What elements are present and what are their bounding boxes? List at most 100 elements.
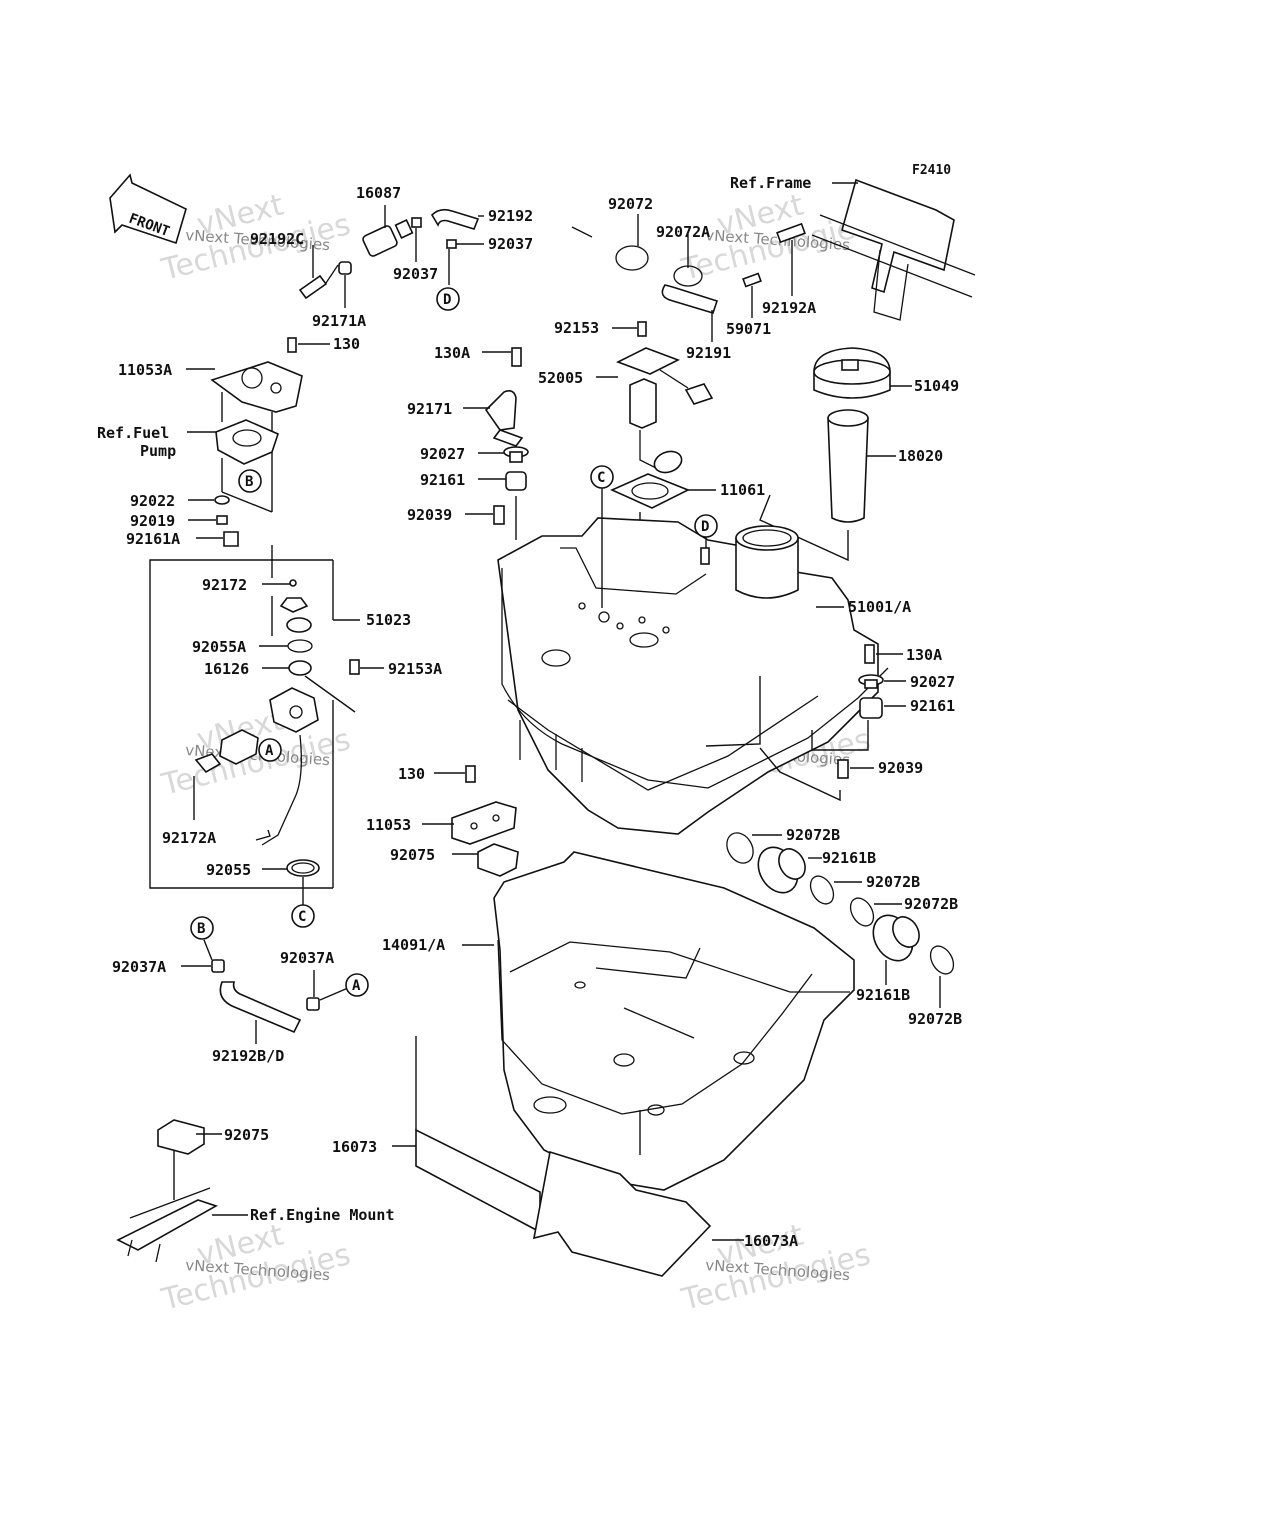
- part-92153-screw: [612, 321, 647, 337]
- label-92072B-1: 92072B: [786, 826, 840, 844]
- part-fuel-cock-body: [194, 687, 319, 846]
- label-92039-right: 92039: [878, 759, 923, 777]
- svg-text:C: C: [298, 909, 306, 925]
- part-92075-pad-mid: [452, 843, 519, 877]
- part-92072B-clamp-4: [929, 945, 955, 1008]
- part-59071-fitting: [742, 272, 762, 318]
- label-92171: 92171: [407, 400, 452, 418]
- part-16126-filter: [262, 660, 312, 676]
- label-92039-top: 92039: [407, 506, 452, 524]
- label-92172A: 92172A: [162, 829, 216, 847]
- label-51049: 51049: [914, 377, 959, 395]
- label-ref-frame: Ref.Frame: [730, 174, 811, 192]
- label-92072B-2: 92072B: [866, 873, 920, 891]
- part-92039-bolt-right: [705, 676, 874, 802]
- label-92171A: 92171A: [312, 312, 366, 330]
- part-92072A-clamp: [673, 234, 703, 287]
- part-92161-damper-top: [478, 471, 527, 491]
- part-92037A-clamp-left: [181, 939, 225, 973]
- watermark-bottom-left: vNext Technologies vNext Technologies: [157, 1218, 353, 1318]
- part-labels: 16087 92192 92192C 92037 92037 92171A 92…: [97, 174, 962, 1250]
- part-130A-bolt-right: [864, 644, 903, 664]
- label-92055A: 92055A: [192, 638, 246, 656]
- svg-text:B: B: [245, 474, 253, 490]
- part-92161A-grommet: [196, 458, 273, 547]
- label-92027-right: 92027: [910, 673, 955, 691]
- part-92072B-clamp-1: [726, 832, 782, 864]
- label-16087: 16087: [356, 184, 401, 202]
- label-11061: 11061: [720, 481, 765, 499]
- label-92037-right: 92037: [488, 235, 533, 253]
- label-92192: 92192: [488, 207, 533, 225]
- part-51001A-fuel-tank: [497, 488, 889, 835]
- part-92192-hose: [430, 208, 484, 230]
- label-92191: 92191: [686, 344, 731, 362]
- label-92037-top: 92037: [393, 265, 438, 283]
- label-92075-bottom: 92075: [224, 1126, 269, 1144]
- part-92161-damper-right: [811, 697, 906, 751]
- part-92171A-clamp: [338, 261, 352, 308]
- label-92055: 92055: [206, 861, 251, 879]
- part-92072B-clamp-3: [849, 897, 902, 927]
- label-92037A-left: 92037A: [112, 958, 166, 976]
- callout-b-hose: B: [190, 916, 214, 940]
- label-92072: 92072: [608, 195, 653, 213]
- label-130-mid: 130: [398, 765, 425, 783]
- label-51023: 51023: [366, 611, 411, 629]
- callout-c-bottom: C: [291, 904, 315, 928]
- part-92027-collar-right: [858, 674, 906, 689]
- callout-d-tank: D: [694, 514, 718, 538]
- part-130-bolt-mid: [434, 765, 476, 783]
- label-92027-top: 92027: [420, 445, 465, 463]
- part-18020-filter: [759, 409, 896, 562]
- assembly-51023-box: [149, 545, 360, 889]
- part-92171-clamp: [463, 390, 524, 447]
- svg-text:A: A: [352, 978, 361, 994]
- label-59071: 59071: [726, 320, 771, 338]
- part-92019-nut: [188, 515, 228, 525]
- label-92022: 92022: [130, 492, 175, 510]
- part-92037-clamps: [411, 217, 484, 285]
- part-92027-collar-top: [478, 446, 529, 463]
- part-92191-hose: [661, 284, 719, 342]
- label-92192A: 92192A: [762, 299, 816, 317]
- label-130A-right: 130A: [906, 646, 942, 664]
- front-arrow-icon: FRONT: [109, 173, 187, 245]
- label-92161B-2: 92161B: [856, 986, 910, 1004]
- label-11053A: 11053A: [118, 361, 172, 379]
- label-92161-right: 92161: [910, 697, 955, 715]
- callout-b-pump: B: [238, 469, 262, 493]
- callout-d-top: D: [436, 287, 460, 311]
- label-52005: 52005: [538, 369, 583, 387]
- label-92161-top: 92161: [420, 471, 465, 489]
- part-52005-fuel-sender: [596, 347, 714, 474]
- part-51049-cap: [813, 347, 912, 399]
- part-11053A-plate: [186, 361, 303, 512]
- label-92192BD: 92192B/D: [212, 1047, 284, 1065]
- part-vent-nipple: [700, 537, 710, 565]
- figure-code: F2410: [912, 163, 951, 178]
- label-14091A: 14091/A: [382, 936, 445, 954]
- callout-c-tank: C: [590, 465, 614, 489]
- part-130-bolt-top: [287, 337, 330, 353]
- label-92161B-1: 92161B: [822, 849, 876, 867]
- svg-text:D: D: [701, 519, 709, 535]
- part-16073A-guard: [532, 1150, 744, 1277]
- label-92153A: 92153A: [388, 660, 442, 678]
- part-filler-neck: [735, 525, 799, 599]
- callout-a-cock: A: [258, 738, 282, 762]
- label-51001A: 51001/A: [848, 598, 911, 616]
- ref-fuel-pump-body: [187, 419, 279, 465]
- part-11053-bracket: [422, 801, 517, 845]
- label-130A-top: 130A: [434, 344, 470, 362]
- part-92192BD-hose: [219, 981, 302, 1044]
- label-ref-engine-mount: Ref.Engine Mount: [250, 1206, 395, 1224]
- ref-engine-mount-bracket: [116, 1187, 248, 1263]
- part-16087-valve: [362, 205, 414, 257]
- label-ref-fuel: Ref.Fuel: [97, 424, 169, 442]
- part-92055-oring: [262, 859, 320, 905]
- label-130-top: 130: [333, 335, 360, 353]
- ref-frame-bracket: [811, 178, 976, 321]
- label-92019: 92019: [130, 512, 175, 530]
